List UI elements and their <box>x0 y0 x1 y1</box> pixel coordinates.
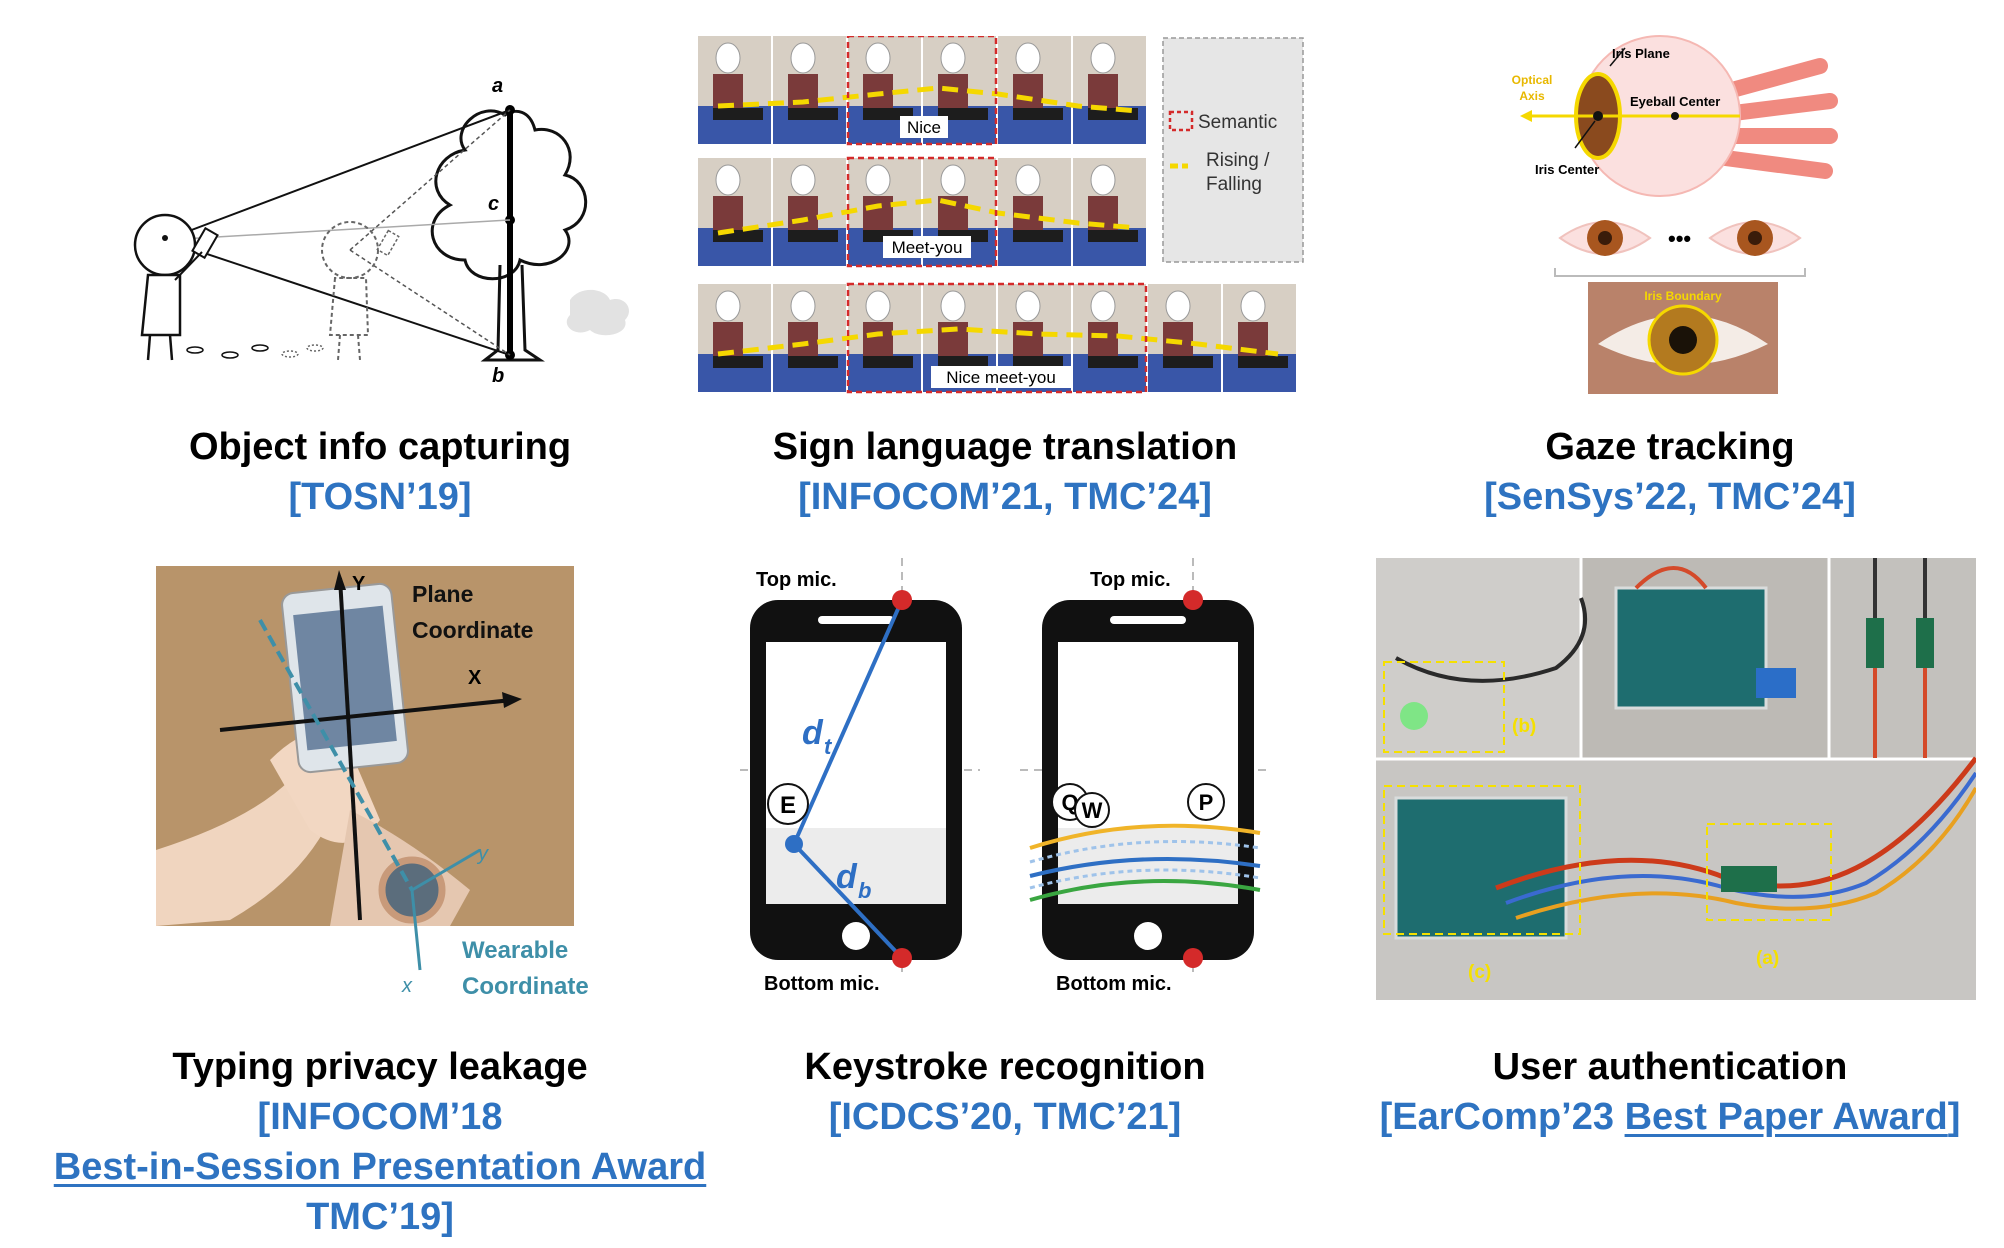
auth-figure: (b) (c) (a) <box>1376 558 1976 1000</box>
object-ref: [TOSN’19] <box>288 476 472 518</box>
label-db-sub: b <box>858 878 871 903</box>
typing-caption: Typing privacy leakage [INFOCOM’18 Best-… <box>0 1042 760 1242</box>
label-b-box: (b) <box>1512 716 1536 737</box>
auth-illustration: (b) (c) (a) <box>1376 558 1976 1000</box>
sign-label-3: Nice meet-you <box>946 368 1056 387</box>
label-y: Y <box>352 573 366 595</box>
object-caption: Object info capturing [TOSN’19] <box>100 422 660 522</box>
sign-language-figure: Nice Meet-you Nice meet-you Semantic <box>698 36 1308 396</box>
auth-title: User authentication <box>1492 1046 1848 1088</box>
sign-label-1: Nice <box>907 118 941 137</box>
keystroke-ref: [ICDCS’20, TMC’21] <box>828 1096 1182 1138</box>
keystroke-title: Keystroke recognition <box>804 1046 1206 1088</box>
label-wearable-y: y <box>476 843 489 865</box>
label-iris-boundary: Iris Boundary <box>1644 289 1722 303</box>
gaze-illustration: Iris Plane Optical Axis Eyeball Center I… <box>1512 35 1838 394</box>
bottom-mic-label-left: Bottom mic. <box>764 973 880 995</box>
label-dots: ••• <box>1668 226 1691 251</box>
sign-language-illustration: Nice Meet-you Nice meet-you Semantic <box>698 36 1304 394</box>
keystroke-caption: Keystroke recognition [ICDCS’20, TMC’21] <box>720 1042 1290 1142</box>
typing-illustration: Y X Plane Coordinate y x Wearable Coordi… <box>156 566 589 1000</box>
typing-ref-3: TMC’19] <box>306 1196 454 1238</box>
label-optical: Optical <box>1512 73 1553 87</box>
top-mic-label-left: Top mic. <box>756 569 837 591</box>
label-c-box: (c) <box>1468 962 1491 983</box>
label-a-box: (a) <box>1756 948 1779 969</box>
sign-ref: [INFOCOM’21, TMC’24] <box>798 476 1212 518</box>
sign-label-2: Meet-you <box>892 238 963 257</box>
label-iris-center: Iris Center <box>1535 162 1599 177</box>
label-c: c <box>488 193 499 215</box>
legend-rising: Rising / <box>1206 150 1270 171</box>
label-plane-1: Plane <box>412 581 473 607</box>
label-a: a <box>492 75 503 97</box>
label-plane-2: Coordinate <box>412 617 533 643</box>
gaze-caption: Gaze tracking [SenSys’22, TMC’24] <box>1390 422 1950 522</box>
gaze-title: Gaze tracking <box>1545 426 1795 468</box>
key-p-label: P <box>1199 790 1214 815</box>
sign-row-1: Nice <box>698 36 1147 146</box>
sign-legend: Semantic Rising / Falling <box>1162 37 1304 263</box>
phone-right: Q W P Top mic. Bottom mic. <box>1029 569 1261 995</box>
label-eyeball-center: Eyeball Center <box>1630 94 1720 109</box>
key-e-label: E <box>780 792 796 819</box>
label-x: X <box>468 667 482 689</box>
typing-title: Typing privacy leakage <box>172 1046 588 1088</box>
phone-left: E d t d b Top mic. Bottom mic. <box>750 569 962 995</box>
label-b: b <box>492 365 504 387</box>
sign-row-3: Nice meet-you <box>698 282 1297 394</box>
auth-ref-close: ] <box>1947 1096 1961 1138</box>
label-iris-plane: Iris Plane <box>1612 46 1670 61</box>
label-wearable-1: Wearable <box>462 937 568 964</box>
keystroke-figure: E d t d b Top mic. Bottom mic. Q W <box>740 558 1280 998</box>
keystroke-illustration: E d t d b Top mic. Bottom mic. Q W <box>740 558 1270 995</box>
typing-award-link[interactable]: Best-in-Session Presentation Award <box>53 1146 707 1188</box>
typing-ref-1: [INFOCOM’18 <box>257 1096 503 1138</box>
label-dt-sub: t <box>824 734 833 759</box>
sign-title: Sign language translation <box>772 426 1238 468</box>
object-capture-figure: a c b <box>120 70 680 400</box>
auth-caption: User authentication [EarComp’23 Best Pap… <box>1340 1042 2000 1142</box>
key-w-label: W <box>1082 798 1103 823</box>
label-axis: Axis <box>1519 89 1545 103</box>
label-db: d <box>836 858 858 896</box>
legend-semantic: Semantic <box>1198 112 1277 133</box>
sign-caption: Sign language translation [INFOCOM’21, T… <box>705 422 1305 522</box>
top-mic-label-right: Top mic. <box>1090 569 1171 591</box>
typing-figure: Y X Plane Coordinate y x Wearable Coordi… <box>150 560 620 1010</box>
sign-row-2: Meet-you <box>698 156 1147 268</box>
bottom-mic-label-right: Bottom mic. <box>1056 973 1172 995</box>
label-dt: d <box>802 714 824 752</box>
auth-ref-open: [EarComp’23 <box>1379 1096 1625 1138</box>
label-wearable-x: x <box>401 975 413 997</box>
object-capture-illustration: a c b <box>133 75 630 387</box>
auth-ref: [EarComp’23 Best Paper Award] <box>1340 1092 2000 1142</box>
object-title: Object info capturing <box>188 426 572 468</box>
auth-award-link[interactable]: Best Paper Award <box>1624 1096 1948 1138</box>
gaze-figure: Iris Plane Optical Axis Eyeball Center I… <box>1510 26 1840 396</box>
label-wearable-2: Coordinate <box>462 973 589 1000</box>
legend-falling: Falling <box>1206 174 1262 195</box>
gaze-ref: [SenSys’22, TMC’24] <box>1484 476 1856 518</box>
